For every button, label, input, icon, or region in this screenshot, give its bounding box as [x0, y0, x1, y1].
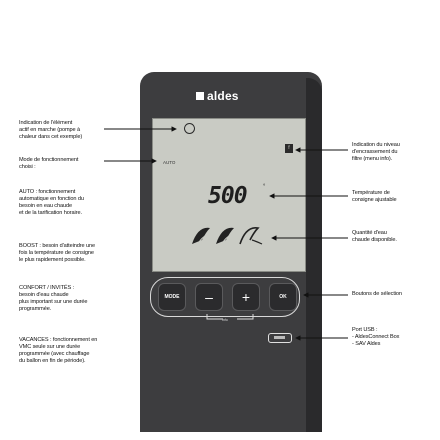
brand-logo: aldes	[196, 88, 266, 104]
setpoint-temperature-value: 500	[208, 183, 248, 209]
brand-logo-mark	[196, 92, 204, 100]
annotation-vacances-mode: VACANCES : fonctionnement en VMC seule s…	[19, 337, 98, 364]
annotation-boost-mode: BOOST : besoin d'atteindre une fois la t…	[19, 243, 96, 263]
annotation-auto-mode: AUTO : fonctionnement automatique en fon…	[19, 189, 84, 216]
info-bracket-label: Info	[222, 318, 228, 322]
minus-button[interactable]: –	[195, 283, 223, 311]
usb-port[interactable]	[268, 333, 292, 343]
annotation-hot-water-quantity: Quantité d'eau chaude disponible.	[352, 230, 397, 243]
mode-button[interactable]: MODE	[158, 283, 186, 311]
ok-button[interactable]: OK	[269, 283, 297, 311]
device-side-edge	[306, 78, 322, 432]
active-element-icon	[184, 123, 195, 134]
filter-level-icon: f	[285, 144, 293, 153]
annotation-usb-port: Port USB : - AldesConnect Box - SAV Alde…	[352, 327, 400, 347]
mode-indicator: AUTO	[163, 160, 176, 165]
annotation-selection-buttons: Boutons de sélection	[352, 291, 402, 297]
annotation-filter-level: Indication du niveau d'encrassement du f…	[352, 142, 400, 162]
brand-name: aldes	[207, 89, 239, 103]
plus-button[interactable]: +	[232, 283, 260, 311]
lcd-screen	[152, 118, 306, 272]
annotation-setpoint-temperature: Température de consigne ajustable	[352, 190, 397, 203]
buttons-frame	[150, 277, 300, 317]
annotation-confort-mode: CONFORT / INVITÉS : besoin d'eau chaude …	[19, 285, 88, 312]
info-bracket	[206, 314, 254, 320]
hot-water-waves-icon	[192, 227, 263, 245]
annotation-operating-mode: Mode de fonctionnement choisi :	[19, 157, 79, 170]
degree-symbol: °	[263, 184, 266, 190]
annotation-active-element: Indication de l'élément actif en marche …	[19, 120, 83, 140]
